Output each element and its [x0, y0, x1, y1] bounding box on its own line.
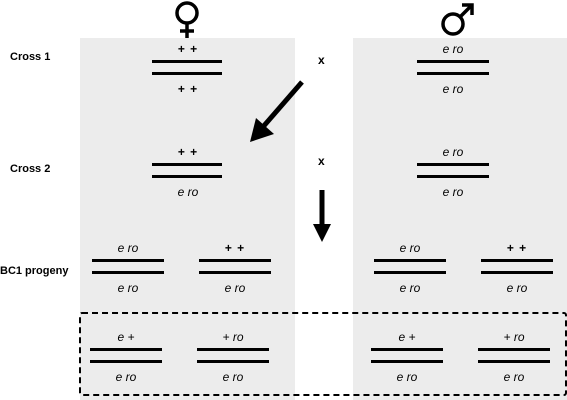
bottom-chromosome-line	[92, 271, 164, 274]
top-chromosome-line	[374, 259, 446, 262]
genotype-cross1-female: + + + +	[148, 43, 228, 99]
top-chromosome-label: + +	[177, 42, 199, 56]
top-chromosome-label: + +	[177, 145, 199, 159]
top-chromosome-line	[197, 348, 269, 351]
genotype-bc1-recombinant-2: + ro e ro	[193, 331, 273, 387]
top-chromosome-line	[371, 348, 443, 351]
bottom-chromosome-line	[152, 175, 222, 178]
bottom-chromosome-label: e ro	[503, 370, 525, 384]
top-chromosome-label: + +	[506, 241, 528, 255]
top-chromosome-line	[417, 163, 489, 166]
bottom-chromosome-line	[417, 175, 489, 178]
male-symbol-icon	[441, 3, 474, 36]
down-arrow-icon	[313, 190, 331, 242]
top-chromosome-line	[92, 259, 164, 262]
genotype-bc1-parental-2: + + e ro	[195, 242, 275, 298]
female-panel	[80, 38, 295, 400]
genotype-cross1-male: e ro e ro	[413, 43, 493, 99]
cross-sign-2: x	[318, 154, 325, 168]
genotype-bc1-parental-4: + + e ro	[477, 242, 557, 298]
top-chromosome-line	[199, 259, 271, 262]
top-chromosome-line	[152, 163, 222, 166]
top-chromosome-line	[417, 60, 489, 63]
top-chromosome-label: e +	[398, 330, 416, 344]
row-label-cross-2: Cross 2	[10, 163, 51, 175]
bottom-chromosome-line	[417, 72, 489, 75]
cross-sign-1: x	[318, 53, 325, 67]
bottom-chromosome-line	[199, 271, 271, 274]
bottom-chromosome-label: e ro	[442, 185, 464, 199]
female-symbol-icon	[175, 1, 199, 38]
bottom-chromosome-label: e ro	[115, 370, 137, 384]
bottom-chromosome-line	[481, 271, 553, 274]
bottom-chromosome-label: e ro	[222, 370, 244, 384]
male-panel	[353, 38, 567, 400]
top-chromosome-label: + ro	[222, 330, 244, 344]
bottom-chromosome-label: e ro	[177, 185, 199, 199]
top-chromosome-label: e ro	[117, 241, 139, 255]
top-chromosome-label: e ro	[442, 42, 464, 56]
top-chromosome-line	[152, 60, 222, 63]
genotype-bc1-parental-3: e ro e ro	[370, 242, 450, 298]
bottom-chromosome-line	[371, 360, 443, 363]
row-label-cross-1: Cross 1	[10, 51, 51, 63]
bottom-chromosome-label: e ro	[396, 370, 418, 384]
recombinant-progeny-box	[79, 312, 567, 396]
bottom-chromosome-line	[152, 72, 222, 75]
bottom-chromosome-label: e ro	[224, 281, 246, 295]
bottom-chromosome-label: e ro	[399, 281, 421, 295]
top-chromosome-line	[478, 348, 550, 351]
diagonal-arrow-icon	[250, 80, 304, 142]
bottom-chromosome-line	[374, 271, 446, 274]
top-chromosome-label: e +	[117, 330, 135, 344]
bottom-chromosome-label: + +	[177, 82, 199, 96]
top-chromosome-line	[90, 348, 162, 351]
genotype-bc1-parental-1: e ro e ro	[88, 242, 168, 298]
bottom-chromosome-line	[197, 360, 269, 363]
bottom-chromosome-line	[90, 360, 162, 363]
bottom-chromosome-label: e ro	[506, 281, 528, 295]
top-chromosome-label: + +	[224, 241, 246, 255]
genotype-bc1-recombinant-1: e + e ro	[86, 331, 166, 387]
bottom-chromosome-line	[478, 360, 550, 363]
row-label-bc1-progeny: BC1 progeny	[0, 265, 69, 277]
genotype-cross2-male: e ro e ro	[413, 146, 493, 202]
top-chromosome-line	[481, 259, 553, 262]
genotype-bc1-recombinant-4: + ro e ro	[474, 331, 554, 387]
bottom-chromosome-label: e ro	[442, 82, 464, 96]
genotype-bc1-recombinant-3: e + e ro	[367, 331, 447, 387]
top-chromosome-label: + ro	[503, 330, 525, 344]
top-chromosome-label: e ro	[442, 145, 464, 159]
top-chromosome-label: e ro	[399, 241, 421, 255]
bottom-chromosome-label: e ro	[117, 281, 139, 295]
genotype-cross2-female: + + e ro	[148, 146, 228, 202]
